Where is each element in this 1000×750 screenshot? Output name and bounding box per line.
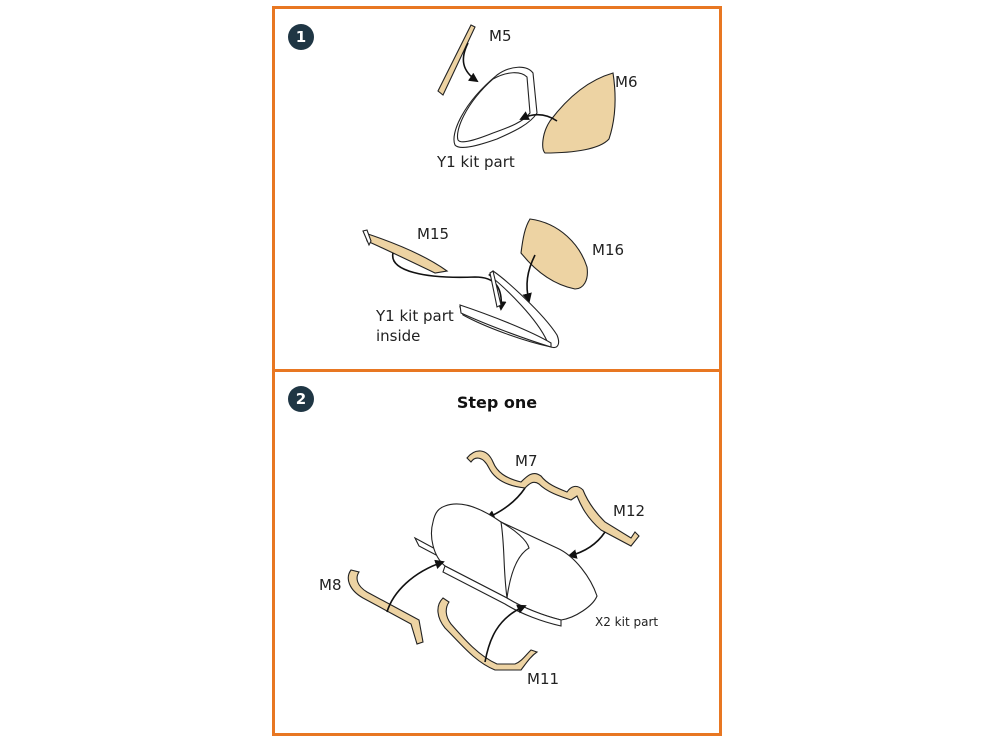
m8-label: M8 (319, 576, 342, 594)
step-1-number-badge: 1 (288, 24, 314, 50)
y1-inside-label-line1: Y1 kit part (375, 307, 454, 325)
m6-arrow (519, 111, 558, 122)
m5-label: M5 (489, 27, 512, 45)
m7-arrow (485, 487, 526, 520)
m6-label: M6 (615, 73, 638, 91)
y1-inside-kit-part-base (459, 304, 552, 348)
y1-inside-kit-part (459, 270, 560, 349)
m11-part (437, 597, 539, 671)
m5-arrow (462, 42, 479, 83)
m15-part-edge (362, 229, 372, 247)
m16-label: M16 (592, 241, 624, 259)
m12-arrow (567, 531, 606, 559)
step-1-panel: 1 M5 Y1 kit part M6 M15 M16 Y1 ki (272, 6, 722, 372)
y1-inside-label-line2: inside (376, 327, 420, 345)
m5-part (437, 24, 476, 96)
m16-arrow (522, 254, 536, 303)
step-1-diagram: M5 Y1 kit part M6 M15 M16 Y1 kit part in… (362, 24, 638, 349)
step-2-panel: 2 Step one M7 M12 X2 kit part M8 M11 (272, 369, 722, 736)
step-2-title: Step one (456, 393, 538, 412)
m8-part (347, 569, 424, 645)
m11-label: M11 (527, 670, 559, 688)
m11-arrow (484, 604, 527, 663)
scan-artifact (712, 585, 728, 695)
y1-kit-part-label: Y1 kit part (436, 153, 515, 171)
x2-kit-part-frame-line (500, 520, 530, 599)
m7-label: M7 (515, 452, 538, 470)
m12-label: M12 (613, 502, 645, 520)
x2-kit-part-label: X2 kit part (595, 615, 658, 629)
y1-inside-kit-part-rail (489, 270, 502, 308)
m7-m12-frame (466, 450, 640, 547)
m6-part (542, 72, 616, 154)
m15-arrow (392, 252, 507, 311)
m15-label: M15 (417, 225, 449, 243)
m16-part (520, 218, 588, 290)
m8-arrow (386, 559, 445, 613)
m15-part (364, 232, 449, 274)
step-2-number-badge: 2 (288, 386, 314, 412)
step-2-diagram: M7 M12 X2 kit part M8 M11 (319, 450, 658, 688)
y1-kit-part-inner (456, 72, 531, 143)
